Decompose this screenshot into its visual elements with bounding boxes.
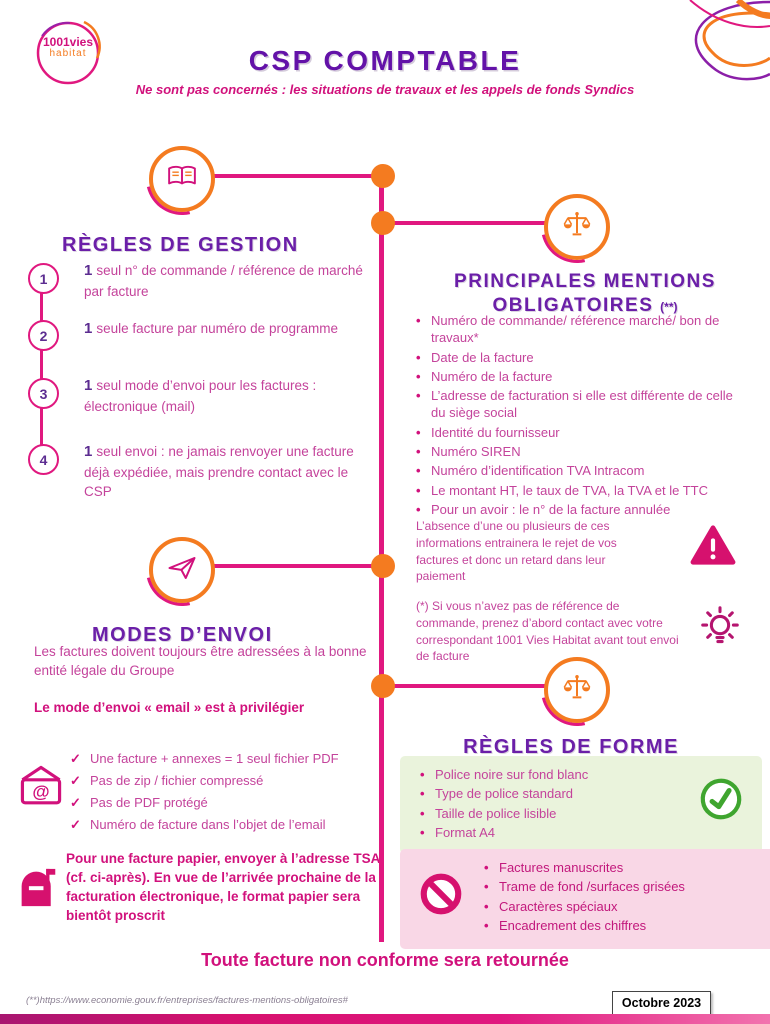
section-title-modes-envoi: MODES D’ENVOI [92,623,273,646]
paper-plane-icon [167,553,197,588]
rule-lead: 1 [84,262,93,279]
logo-rings-icon [36,20,101,85]
mention-item: L’adresse de facturation si elle est dif… [416,387,748,422]
timeline-node [371,164,395,188]
steps-connector-line [40,276,43,458]
rule-text: seul envoi : ne jamais renvoyer une fact… [84,444,354,500]
step-number-4: 4 [28,444,59,475]
mention-item: Date de la facture [416,349,748,367]
logo-line2: habitat [49,47,87,59]
dont-item: Caractères spéciaux [484,898,770,916]
footnote-prefix: (**) [26,995,40,1006]
mention-item: Numéro de la facture [416,368,748,386]
connector-line [200,174,380,178]
corner-swoosh-decoration [689,0,770,81]
scales-icon [562,210,592,245]
checklist-item: Une facture + annexes = 1 seul fichier P… [70,751,372,768]
timeline-node [371,674,395,698]
envelope-at-icon: @ [18,763,64,814]
do-item: Taille de police lisible [420,805,655,823]
forme-icon-badge [544,657,610,723]
checklist-item: Pas de zip / fichier compressé [70,773,372,790]
do-item: Type de police standard [420,785,655,803]
mention-item: Numéro de commande/ référence marché/ bo… [416,312,748,347]
rule-text: seul n° de commande / référence de march… [84,263,363,299]
mention-item: Numéro d’identification TVA Intracom [416,462,748,480]
section-title-regles-gestion: RÈGLES DE GESTION [62,233,299,256]
logo-line1: 1001vies [42,35,94,49]
section-title-mentions: PRINCIPALES MENTIONS OBLIGATOIRES (**) [416,270,754,318]
format-dont-box: Factures manuscrites Trame de fond /surf… [400,849,770,949]
rule-lead: 1 [84,320,93,337]
mandatory-mentions-list: Numéro de commande/ référence marché/ bo… [416,312,748,520]
rule-lead: 1 [84,377,93,394]
step-number-1: 1 [28,263,59,294]
paper-invoice-note: Pour une facture papier, envoyer à l’adr… [66,851,380,924]
do-item: Police noire sur fond blanc [420,766,655,784]
dont-item: Factures manuscrites [484,859,770,877]
mention-item: Pour un avoir : le n° de la facture annu… [416,501,748,519]
timeline-node [371,554,395,578]
modes-envoi-intro: Les factures doivent toujours être adres… [34,644,367,679]
no-entry-icon [418,871,464,922]
dont-item: Encadrement des chiffres [484,917,770,935]
mentions-title-text: PRINCIPALES MENTIONS OBLIGATOIRES [454,270,716,316]
rule-text: seul mode d’envoi pour les factures : él… [84,378,317,414]
logo-text: 1001vies habitat [34,36,102,59]
page-title: CSP COMPTABLE [248,44,522,76]
connector-line [384,221,548,225]
check-circle-icon [698,776,744,827]
bottom-color-bar [0,1014,770,1024]
step-number-2: 2 [28,320,59,351]
rejection-warning-text: L’absence d’une ou plusieurs de ces info… [416,519,617,584]
footnote-url[interactable]: https://www.economie.gouv.fr/entreprises… [39,995,348,1006]
page-subtitle: Ne sont pas concernés : les situations d… [135,82,635,97]
step-number-3: 3 [28,378,59,409]
mailbox-icon [18,866,58,915]
dont-item: Trame de fond /surfaces grisées [484,878,770,896]
warning-triangle-icon [690,524,736,571]
format-do-list: Police noire sur fond blanc Type de poli… [420,766,655,841]
connector-line [384,684,548,688]
email-checklist: Une facture + annexes = 1 seul fichier P… [70,751,372,839]
no-reference-note-text: (*) Si vous n’avez pas de référence de c… [416,599,679,664]
checklist-item: Pas de PDF protégé [70,795,372,812]
mention-item: Numéro SIREN [416,443,748,461]
footnote: (**)https://www.economie.gouv.fr/entrepr… [26,995,348,1006]
do-item: Format A4 [420,824,655,842]
mention-item: Le montant HT, le taux de TVA, la TVA et… [416,482,748,500]
date-badge: Octobre 2023 [612,991,711,1015]
footer-banner: Toute facture non conforme sera retourné… [201,950,569,970]
company-logo: 1001vies habitat [34,10,106,90]
timeline-node [371,211,395,235]
mentions-title-suffix: (**) [660,299,678,314]
send-icon-badge [149,537,215,603]
section-title-regles-forme: RÈGLES DE FORME [463,735,679,758]
modes-envoi-emphasis: Le mode d’envoi « email » est à privilég… [34,700,305,715]
open-book-icon [167,164,197,195]
rule-text: seule facture par numéro de programme [96,321,338,336]
lightbulb-icon [697,604,743,655]
scales-icon [562,673,592,708]
format-dont-list: Factures manuscrites Trame de fond /surf… [484,859,770,934]
rule-lead: 1 [84,443,93,460]
mention-item: Identité du fournisseur [416,424,748,442]
svg-text:@: @ [32,782,49,802]
checklist-item: Numéro de facture dans l’objet de l’emai… [70,817,372,834]
format-do-box: Police noire sur fond blanc Type de poli… [400,756,762,854]
rules-icon-badge [149,146,215,212]
connector-line [200,564,380,568]
mentions-icon-badge [544,194,610,260]
